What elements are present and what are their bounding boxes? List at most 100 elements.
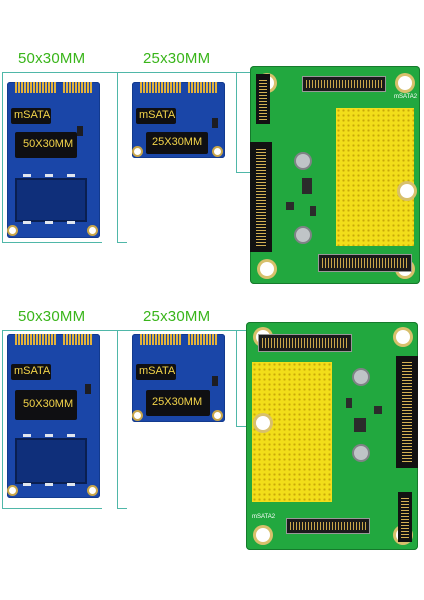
gold-fingers bbox=[140, 334, 182, 345]
slot-pins bbox=[306, 80, 382, 88]
sata-connector bbox=[396, 356, 418, 468]
chip-pad bbox=[67, 483, 75, 486]
connector-line bbox=[117, 508, 127, 509]
screw-hole bbox=[400, 184, 414, 198]
msata-slot bbox=[318, 254, 412, 272]
mounting-hole bbox=[134, 412, 141, 419]
smd-component bbox=[354, 418, 366, 432]
chip-label-size: 25X30MM bbox=[152, 136, 203, 148]
standoff bbox=[354, 446, 368, 460]
adapter-panel-bottom: 50x30MM 25x30MM mSATA 50X30MM mSATA bbox=[0, 300, 424, 600]
connector-line bbox=[2, 330, 250, 331]
silkscreen-label-msata2: mSATA2 bbox=[394, 94, 418, 100]
standoff bbox=[354, 370, 368, 384]
small-component bbox=[212, 376, 218, 386]
chip-pad bbox=[23, 221, 31, 224]
chip-pad bbox=[45, 221, 53, 224]
mounting-hole bbox=[9, 487, 16, 494]
controller-chip: mSATA bbox=[11, 364, 51, 380]
sata-pins bbox=[401, 496, 409, 538]
mounting-hole bbox=[214, 412, 221, 419]
size-label-50x30: 50x30MM bbox=[18, 50, 86, 67]
dual-msata-adapter-board: mSATA2 bbox=[246, 322, 418, 550]
screw-hole bbox=[260, 262, 274, 276]
connector-line bbox=[236, 72, 237, 172]
memory-chip: 50X30MM bbox=[15, 132, 77, 158]
chip-label-msata: mSATA bbox=[139, 109, 176, 121]
screw-hole bbox=[398, 76, 412, 90]
yellow-pad-area bbox=[336, 108, 414, 246]
nand-chip bbox=[15, 438, 87, 484]
chip-label-size: 25X30MM bbox=[152, 396, 203, 408]
msata-slot bbox=[258, 334, 352, 352]
mounting-hole bbox=[134, 148, 141, 155]
controller-chip: mSATA bbox=[136, 108, 176, 124]
gold-fingers bbox=[15, 334, 57, 345]
mounting-hole bbox=[9, 227, 16, 234]
chip-label-msata: mSATA bbox=[139, 365, 176, 377]
msata-card-50x30: mSATA 50X30MM bbox=[7, 82, 100, 238]
gold-fingers bbox=[63, 334, 93, 345]
controller-chip: mSATA bbox=[136, 364, 176, 380]
small-component bbox=[77, 126, 83, 136]
smd-component bbox=[286, 202, 294, 210]
chip-pad bbox=[23, 174, 31, 177]
chip-label-msata: mSATA bbox=[14, 109, 51, 121]
connector-line bbox=[2, 242, 102, 243]
memory-chip: 50X30MM bbox=[15, 390, 77, 420]
gold-fingers bbox=[15, 82, 57, 93]
standoff bbox=[296, 154, 310, 168]
yellow-pad-area bbox=[252, 362, 332, 502]
chip-pad bbox=[45, 174, 53, 177]
msata-card-25x30: mSATA 25X30MM bbox=[132, 334, 225, 422]
sata-connector bbox=[250, 142, 272, 252]
connector-line bbox=[117, 242, 127, 243]
connector-line bbox=[2, 72, 3, 242]
mounting-hole bbox=[89, 227, 96, 234]
sata-connector bbox=[398, 492, 412, 542]
chip-label-msata: mSATA bbox=[14, 365, 51, 377]
gold-fingers bbox=[63, 82, 93, 93]
size-label-25x30: 25x30MM bbox=[143, 308, 211, 325]
connector-line bbox=[236, 172, 250, 173]
chip-pad bbox=[67, 434, 75, 437]
slot-pins bbox=[290, 522, 366, 530]
dual-msata-adapter-board: mSATA2 bbox=[250, 66, 420, 284]
screw-hole bbox=[256, 416, 270, 430]
msata-slot bbox=[286, 518, 370, 534]
msata-slot bbox=[302, 76, 386, 92]
small-component bbox=[212, 118, 218, 128]
screw-hole bbox=[256, 528, 270, 542]
gold-fingers bbox=[188, 334, 218, 345]
screw-hole bbox=[396, 330, 410, 344]
chip-pad bbox=[23, 434, 31, 437]
connector-line bbox=[2, 72, 250, 73]
sata-pins bbox=[259, 78, 267, 120]
slot-pins bbox=[322, 258, 408, 268]
silkscreen-label-msata2: mSATA2 bbox=[252, 514, 276, 520]
memory-chip: 25X30MM bbox=[146, 132, 208, 154]
chip-label-size: 50X30MM bbox=[23, 138, 74, 150]
connector-line bbox=[117, 330, 118, 508]
chip-pad bbox=[67, 221, 75, 224]
memory-chip: 25X30MM bbox=[146, 390, 210, 416]
chip-pad bbox=[67, 174, 75, 177]
gold-fingers bbox=[140, 82, 182, 93]
connector-line bbox=[117, 72, 118, 242]
connector-line bbox=[236, 330, 237, 426]
smd-component bbox=[302, 178, 312, 194]
standoff bbox=[296, 228, 310, 242]
smd-component bbox=[310, 206, 316, 216]
mounting-hole bbox=[89, 487, 96, 494]
controller-chip: mSATA bbox=[11, 108, 51, 124]
size-label-50x30: 50x30MM bbox=[18, 308, 86, 325]
size-label-25x30: 25x30MM bbox=[143, 50, 211, 67]
nand-chip bbox=[15, 178, 87, 222]
connector-line bbox=[2, 508, 102, 509]
connector-line bbox=[2, 330, 3, 508]
slot-pins bbox=[262, 338, 348, 348]
msata-card-25x30: mSATA 25X30MM bbox=[132, 82, 225, 158]
sata-pins bbox=[402, 362, 412, 462]
smd-component bbox=[374, 406, 382, 414]
chip-pad bbox=[45, 434, 53, 437]
